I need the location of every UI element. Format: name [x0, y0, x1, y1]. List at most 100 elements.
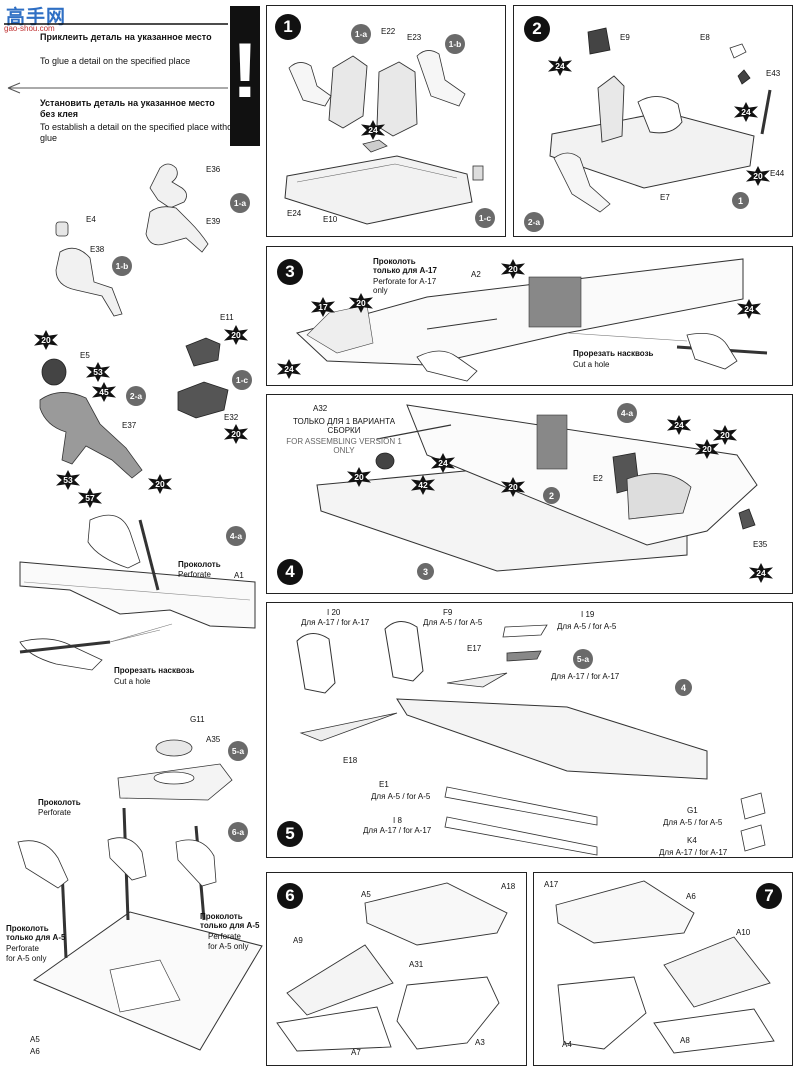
step-3-number: 3	[277, 259, 303, 285]
part-a4: A4	[562, 1040, 572, 1049]
part-e7: E7	[660, 193, 670, 202]
watermark-logo: 高手网 gao-shou.com	[0, 0, 80, 34]
part-a5-side: A5	[30, 1035, 40, 1044]
substep-6a-marker: 6-a	[228, 822, 248, 842]
a5-only-en-left-2: for A-5 only	[6, 954, 47, 963]
part-a10: A10	[736, 928, 751, 937]
part-e8: E8	[700, 33, 710, 42]
perforate-ru-4a: Проколоть	[178, 560, 221, 569]
part-a3: A3	[475, 1038, 485, 1047]
part-i19: I 19	[581, 610, 595, 619]
part-a32: A32	[313, 404, 328, 413]
perforate-ru-6a: Проколоть	[38, 798, 81, 807]
part-a35: A35	[206, 735, 221, 744]
part-e39: E39	[206, 217, 221, 226]
step-4-ref-3: 3	[417, 563, 434, 580]
part-a7: A7	[351, 1048, 361, 1057]
part-k4-sub: Для А-17 / for A-17	[659, 848, 728, 857]
part-e43: E43	[766, 69, 781, 78]
step-4-ref-2: 2	[543, 487, 560, 504]
step-2-ref-1: 1	[732, 192, 749, 209]
step-2-panel: 2 2-a 1 E9 E8 E43 E44 E7 24 24 20	[513, 5, 793, 237]
step-5-sub-5a: 5-a	[573, 649, 593, 669]
step-5-panel: 5 I 20 Для А-17 / for A-17 F9 Для А-5 / …	[266, 602, 793, 858]
step-4-sub-4a: 4-a	[617, 403, 637, 423]
part-e35: E35	[753, 540, 768, 549]
step-1-sub-1b: 1-b	[445, 34, 465, 54]
a17-only-ru: Проколоть только для А-17	[373, 257, 437, 276]
cut-hole-en-3: Cut a hole	[573, 360, 610, 369]
part-e1-sub: Для А-5 / for A-5	[371, 792, 431, 801]
perforate-en-6a: Perforate	[38, 808, 71, 817]
part-e11: E11	[220, 313, 234, 322]
step-1-drawing	[284, 50, 484, 225]
step-7-panel: 7 A17 A6 A10 A4 A8	[533, 872, 793, 1066]
part-i8-sub: Для А-17 / for A-17	[363, 826, 432, 835]
step-1-panel: 1 1-a 1-b 1-c E22 E23 E24 E10 24	[266, 5, 506, 237]
part-g1-sub: Для А-5 / for A-5	[663, 818, 723, 827]
version-1-ru: ТОЛЬКО ДЛЯ 1 ВАРИАНТА СБОРКИ	[292, 417, 396, 436]
a5-only-ru-left: Проколоть только для А-5	[6, 924, 66, 943]
a5-only-en-left-1: Perforate	[6, 944, 39, 953]
side-drawings	[17, 163, 263, 1051]
part-f9: F9	[443, 608, 453, 617]
part-e24: E24	[287, 209, 302, 218]
part-e18: E18	[343, 756, 358, 765]
part-a8: A8	[680, 1036, 690, 1045]
cut-hole-ru-4a: Прорезать насквозь	[114, 666, 195, 675]
a17-only-en: Perforate for A-17 only	[373, 277, 437, 296]
part-e44: E44	[770, 169, 785, 178]
part-e23: E23	[407, 33, 422, 42]
step-4-number: 4	[277, 559, 303, 585]
part-e4: E4	[86, 215, 96, 224]
part-i8: I 8	[393, 816, 402, 825]
watermark-brand: 高手网	[6, 7, 67, 28]
part-a6: A6	[686, 892, 696, 901]
a5-only-ru-right: Проколоть только для А-5	[200, 912, 260, 931]
part-e36: E36	[206, 165, 221, 174]
step-5-ref-4: 4	[675, 679, 692, 696]
part-e9: E9	[620, 33, 630, 42]
substep-1b-marker: 1-b	[112, 256, 132, 276]
part-e5: E5	[80, 351, 90, 360]
substep-1c-marker: 1-c	[232, 370, 252, 390]
step-1-sub-1a: 1-a	[351, 24, 371, 44]
legend-arrows	[4, 23, 228, 94]
substep-5a-marker: 5-a	[228, 741, 248, 761]
part-e22: E22	[381, 27, 396, 36]
part-a2: A2	[471, 270, 481, 279]
version-1-en: FOR ASSEMBLING VERSION 1 ONLY	[286, 437, 402, 456]
part-i20: I 20	[327, 608, 341, 617]
part-i19-sub: Для А-5 / for A-5	[557, 622, 617, 631]
perforate-en-4a: Perforate	[178, 570, 211, 579]
part-e32: E32	[224, 413, 239, 422]
legend-glue-ru: Приклеить деталь на указанное место	[40, 32, 212, 42]
watermark-url: gao-shou.com	[4, 24, 55, 33]
part-e37: E37	[122, 421, 137, 430]
part-a5: A5	[361, 890, 371, 899]
step-2-drawing	[549, 27, 772, 213]
step-5-number: 5	[277, 821, 303, 847]
substep-1a-marker: 1-a	[230, 193, 250, 213]
substep-4a-marker: 4-a	[226, 526, 246, 546]
cut-hole-en-4a: Cut a hole	[114, 677, 151, 686]
part-k4: K4	[687, 836, 697, 845]
step-3-panel: 3 A2 Проколоть только для А-17 Perforate…	[266, 246, 793, 386]
part-e38: E38	[90, 245, 105, 254]
step-2-sub-2a: 2-a	[524, 212, 544, 232]
caution-box	[230, 6, 260, 146]
part-e1: E1	[379, 780, 389, 789]
part-a17: A17	[544, 880, 559, 889]
part-g11: G11	[190, 715, 205, 724]
substep-2a-marker: 2-a	[126, 386, 146, 406]
part-e2: E2	[593, 474, 603, 483]
part-i20-sub: Для А-17 / for A-17	[301, 618, 370, 627]
step-6-number: 6	[277, 883, 303, 909]
step-4-panel: 4 A32 ТОЛЬКО ДЛЯ 1 ВАРИАНТА СБОРКИ FOR A…	[266, 394, 793, 594]
step-5-drawing	[296, 621, 766, 856]
step-7-number: 7	[756, 883, 782, 909]
part-e10: E10	[323, 215, 338, 224]
a5-only-en-right-2: for A-5 only	[208, 942, 249, 951]
part-e17: E17	[467, 644, 482, 653]
step-3-drawing	[296, 258, 768, 382]
